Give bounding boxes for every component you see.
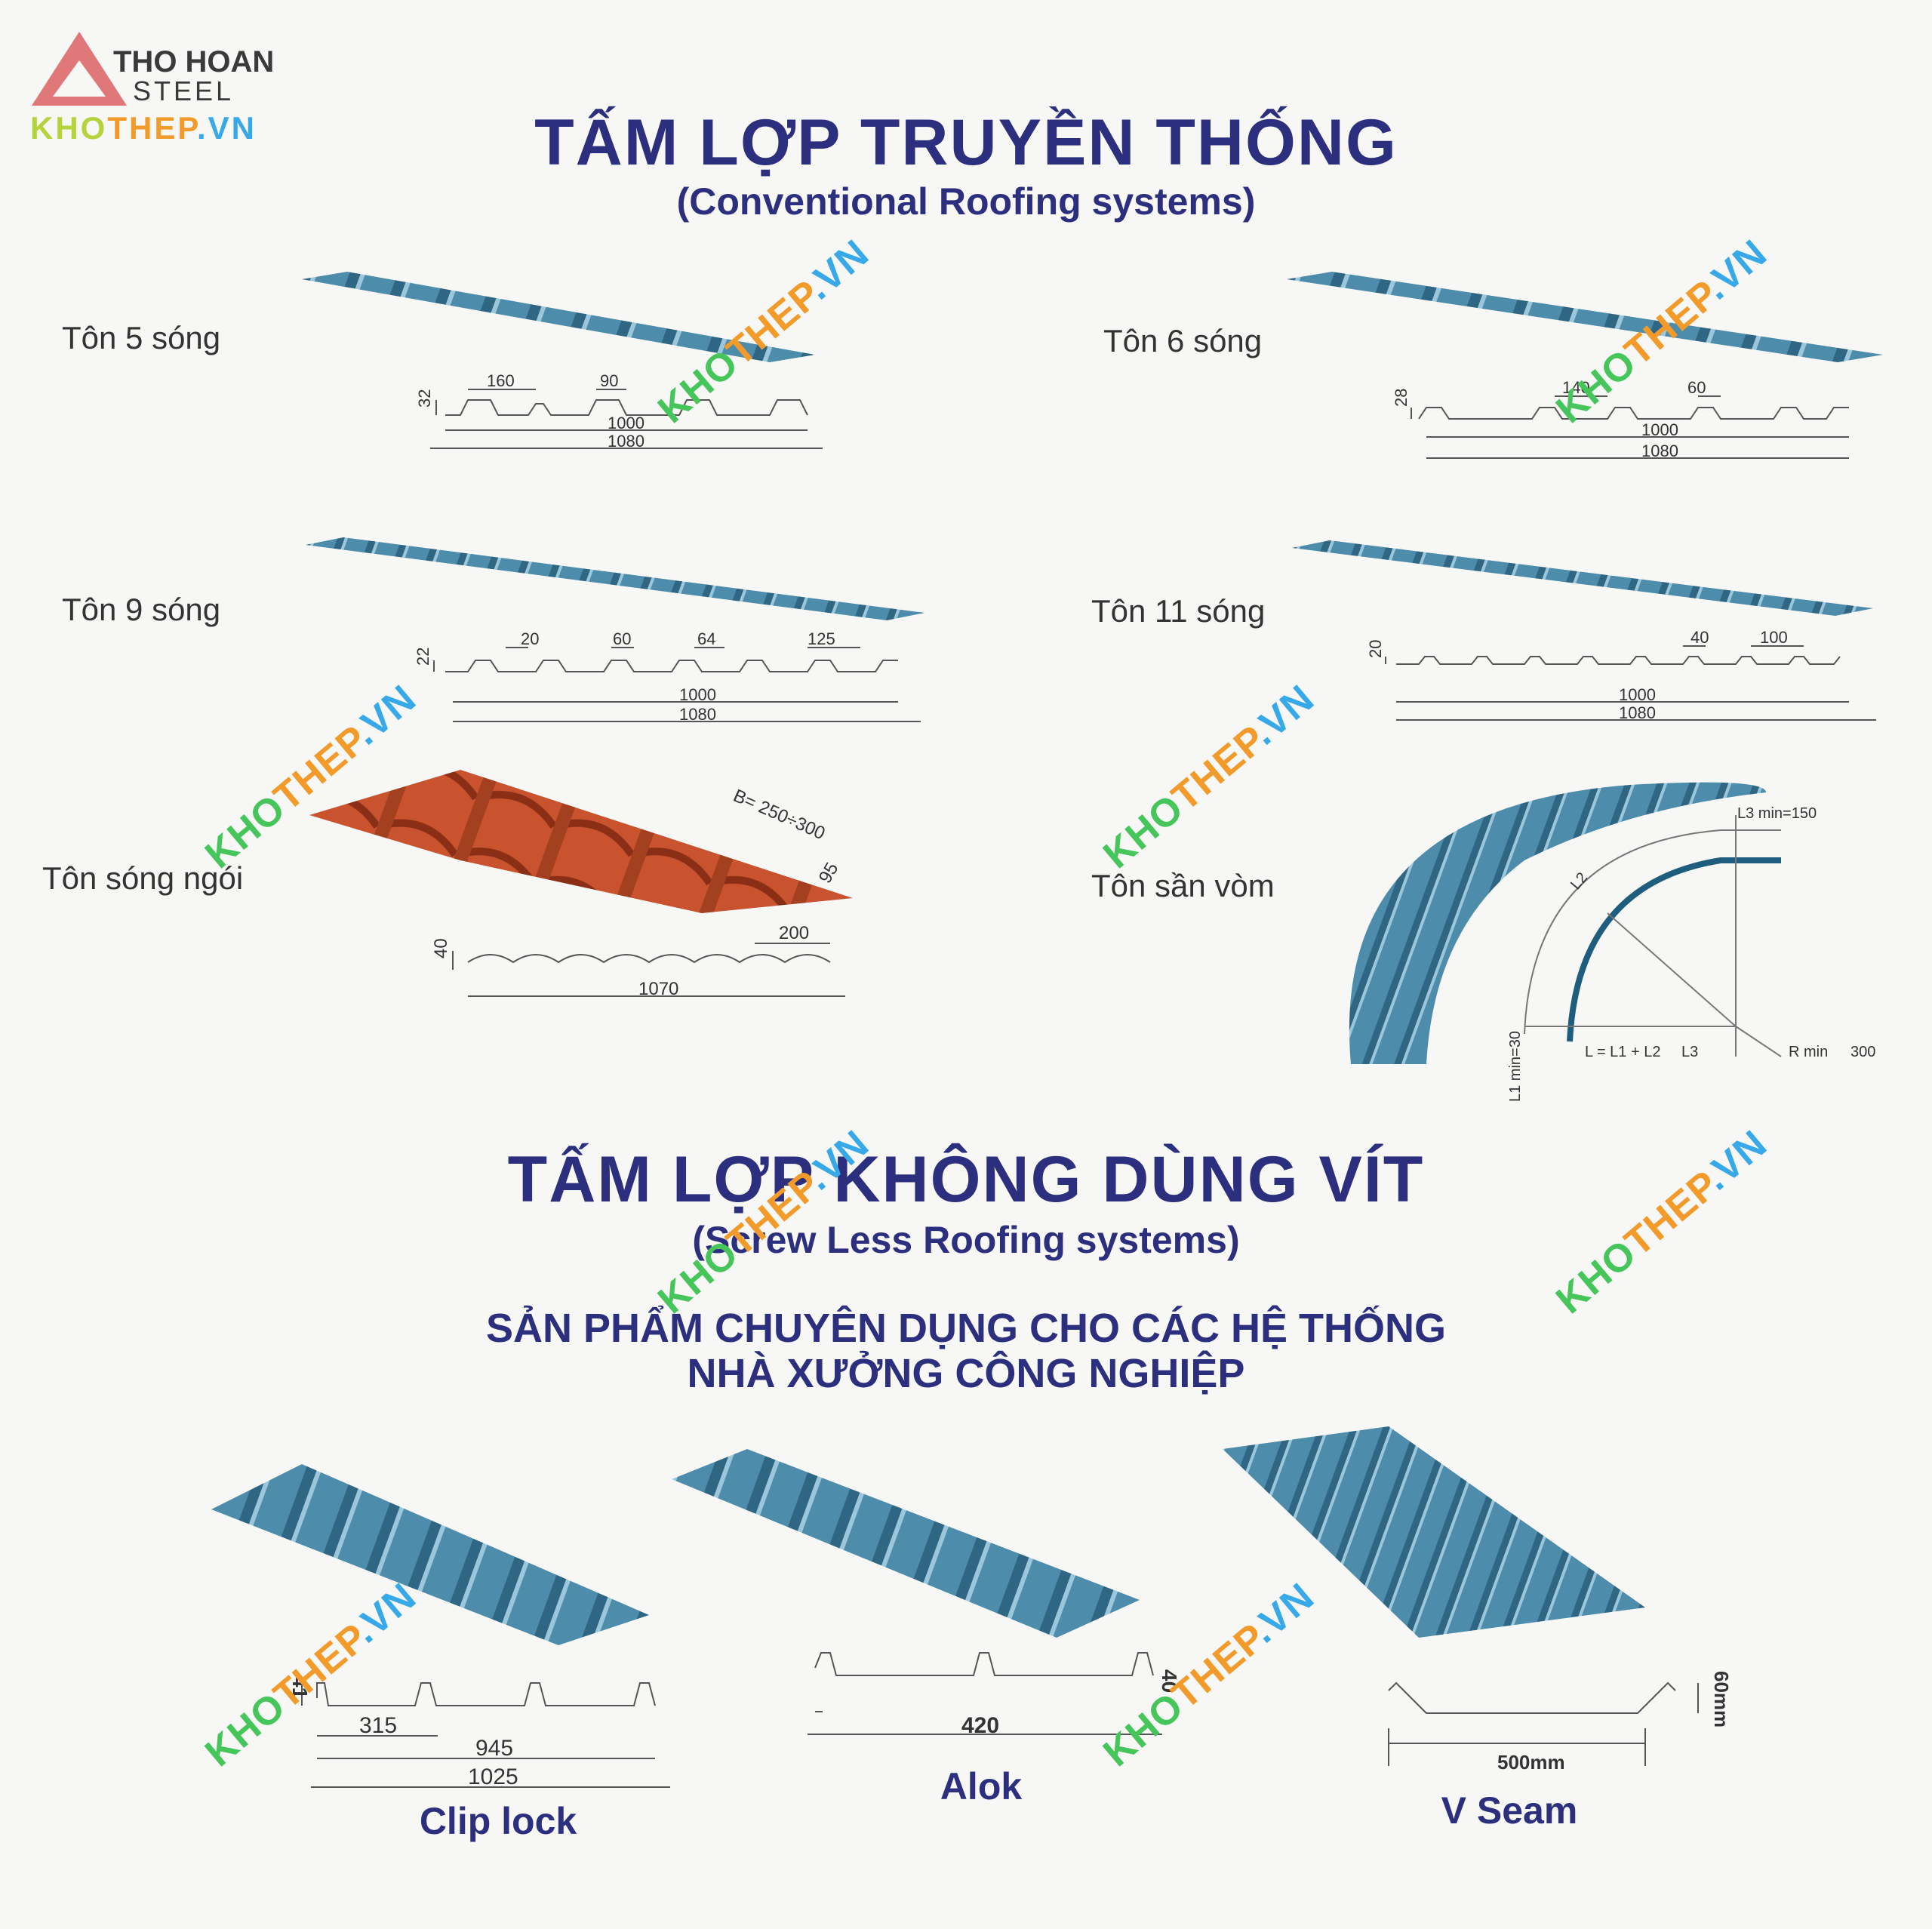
dim-label: B= 250÷300 [731, 786, 829, 845]
dim-label: 140 [1562, 378, 1590, 397]
dim-label: 60 [1687, 378, 1706, 397]
dim-label: 90 [600, 371, 618, 390]
dim-label: 40 [431, 938, 451, 958]
dim-label: 420 [961, 1713, 999, 1738]
product-label-ton-song-ngoi: Tôn sóng ngói [42, 860, 244, 896]
dim-label: 1080 [608, 432, 645, 451]
dim-label: 300 [1850, 1044, 1875, 1060]
brand-logo: THO HOAN STEEL KHOTHEP.VN [30, 30, 279, 151]
dim-label: 28 [1392, 389, 1411, 407]
dim-label: R min [1789, 1044, 1828, 1060]
watermark: KHOTHEP.VN [1095, 676, 1323, 878]
section-screwless-title: TẤM LỢP KHÔNG DÙNG VÍT [507, 1143, 1425, 1216]
dim-label: L3 min=150 [1737, 805, 1817, 822]
alok-sheet-image [672, 1449, 1140, 1638]
dim-label: 1080 [1641, 441, 1678, 460]
brand-name-line1: THO HOAN [113, 45, 275, 78]
dim-label: 945 [475, 1736, 513, 1761]
dim-label: 125 [808, 629, 835, 648]
dim-label: 200 [779, 923, 809, 943]
ton-5-song-sheet-image [302, 272, 815, 362]
dim-label: 32 [415, 389, 434, 408]
v-seam-sheet-image [1223, 1426, 1645, 1638]
dim-label: 1000 [1619, 685, 1656, 704]
dim-label: L2 [1567, 869, 1591, 893]
dim-label: 1000 [1641, 420, 1678, 439]
ton-san-vom-section-diagram: L3 min=150 L2 L1 min=30 L = L1 + L2 L3 R… [1507, 805, 1875, 1102]
product-label-ton-san-vom: Tôn sần vòm [1091, 868, 1275, 903]
section-screwless-subtitle: (Screw Less Roofing systems) [692, 1219, 1240, 1261]
ton-9-song-profile-diagram: 22 20 60 64 125 1000 1080 [414, 629, 921, 724]
ton-song-ngoi-extra-dims: B= 250÷300 95 [731, 786, 843, 887]
dim-label: 1025 [468, 1764, 518, 1789]
section-screwless-note-line1: SẢN PHẨM CHUYÊN DỤNG CHO CÁC HỆ THỐNG [485, 1306, 1447, 1351]
triangle-logo-icon [32, 32, 127, 106]
product-label-clip-lock: Clip lock [419, 1800, 577, 1842]
section-conventional-title: TẤM LỢP TRUYỀN THỐNG [534, 106, 1398, 179]
brand-site: KHOTHEP.VN [30, 110, 257, 146]
dim-label: 41 [288, 1675, 312, 1699]
dim-label: 64 [697, 629, 715, 648]
dim-label: 1070 [638, 979, 678, 999]
ton-5-song-profile-diagram: 32 160 90 1000 1080 [415, 371, 823, 451]
product-label-alok: Alok [940, 1765, 1023, 1807]
ton-song-ngoi-sheet-image [309, 770, 853, 913]
dim-label: 20 [1366, 640, 1385, 658]
dim-label: 60 [613, 629, 631, 648]
dim-label: 20 [521, 629, 539, 648]
product-label-ton-5-song: Tôn 5 sóng [62, 320, 221, 355]
ton-11-song-sheet-image [1292, 540, 1873, 616]
dim-label: 1000 [608, 414, 645, 432]
section-screwless-note-line2: NHÀ XƯỞNG CÔNG NGHIỆP [687, 1351, 1245, 1396]
ton-san-vom-arch-image [1349, 782, 1766, 1064]
dim-label: L = L1 + L2 [1585, 1044, 1660, 1060]
dim-label: 1080 [679, 705, 716, 724]
dim-label: 60mm [1710, 1671, 1733, 1727]
dim-label: 1000 [679, 685, 716, 704]
dim-label: 315 [359, 1713, 397, 1738]
dim-label: 1080 [1619, 703, 1656, 722]
clip-lock-profile-diagram: 41 315 945 1025 [288, 1675, 670, 1789]
dim-label: 40 [1690, 628, 1709, 647]
section-conventional-subtitle: (Conventional Roofing systems) [676, 180, 1256, 223]
brand-name-line2: STEEL [133, 75, 235, 106]
ton-11-song-profile-diagram: 20 40 100 1000 1080 [1366, 628, 1876, 722]
dim-label: 100 [1760, 628, 1788, 647]
dim-label: L1 min=30 [1507, 1031, 1524, 1102]
dim-label: 40 [1158, 1669, 1181, 1693]
dim-label: 500mm [1497, 1751, 1565, 1774]
ton-9-song-sheet-image [306, 537, 924, 620]
dim-label: 22 [414, 648, 432, 666]
v-seam-profile-diagram: 500mm 60mm [1388, 1671, 1733, 1774]
ton-6-song-sheet-image [1287, 272, 1883, 362]
product-label-v-seam: V Seam [1441, 1789, 1578, 1832]
product-label-ton-11-song: Tôn 11 sóng [1091, 593, 1266, 629]
product-label-ton-9-song: Tôn 9 sóng [62, 592, 221, 627]
ton-6-song-profile-diagram: 28 140 60 1000 1080 [1392, 378, 1849, 460]
dim-label: 95 [815, 859, 843, 887]
dim-label: L3 [1681, 1044, 1698, 1060]
alok-profile-diagram: 420 40 [808, 1652, 1181, 1738]
dim-label: 160 [487, 371, 515, 390]
product-label-ton-6-song: Tôn 6 sóng [1103, 323, 1263, 358]
clip-lock-sheet-image [211, 1464, 649, 1645]
ton-song-ngoi-profile-diagram: 40 200 1070 [431, 923, 845, 999]
